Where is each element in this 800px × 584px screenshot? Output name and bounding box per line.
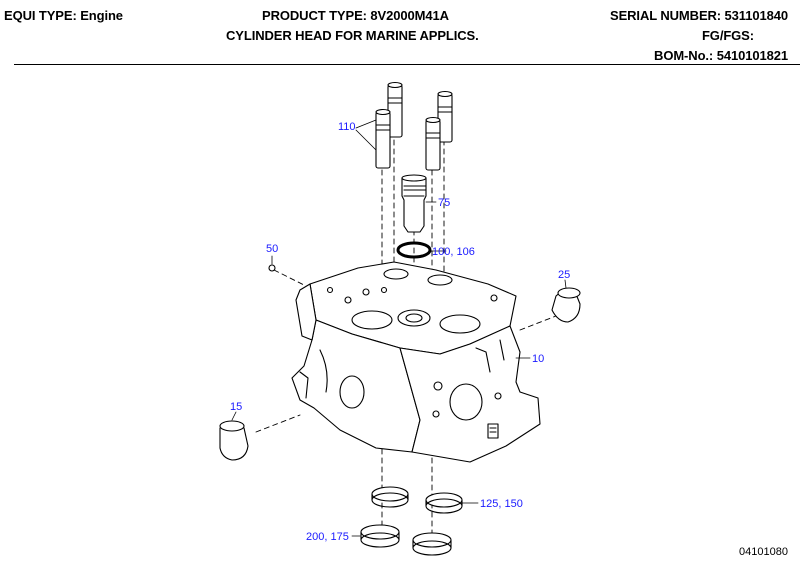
cover-plug-right-part: [551, 287, 581, 323]
callout-125-150: 125, 150: [480, 498, 523, 510]
seal-ring-part: [425, 492, 463, 514]
callout-150: 150: [504, 498, 522, 510]
seal-ring-lower-parts: [360, 524, 452, 556]
callout-75: 75: [438, 197, 450, 209]
callout-labels: 110 75 100, 106 50 25 10 15 125, 150 200…: [230, 121, 570, 543]
equi-type-label: EQUI TYPE:: [4, 8, 77, 23]
callout-175: 175: [330, 531, 348, 543]
callout-15: 15: [230, 401, 242, 413]
seal-ring-part: [412, 532, 452, 556]
product-type: PRODUCT TYPE: 8V2000M41A: [262, 8, 449, 23]
callout-200-175: 200, 175: [306, 531, 349, 543]
callout-100: 100: [432, 246, 450, 258]
seal-ring-upper-parts: [371, 486, 463, 514]
cylinder-head-body: [291, 261, 541, 463]
product-type-label: PRODUCT TYPE:: [262, 8, 367, 23]
valve-guide-parts: [375, 81, 453, 171]
callout-10: 10: [532, 353, 544, 365]
leader-lines: [231, 119, 567, 537]
callout-100-106: 100, 106: [432, 246, 475, 258]
product-type-value: 8V2000M41A: [370, 8, 449, 23]
header-divider: [14, 64, 800, 65]
assembly-title: CYLINDER HEAD FOR MARINE APPLICS.: [226, 28, 479, 43]
equi-type-value: Engine: [80, 8, 123, 23]
serial-number-value: 531101840: [724, 8, 789, 23]
seal-ring-part: [360, 524, 400, 548]
callout-200: 200: [306, 531, 324, 543]
o-ring-part: [396, 241, 432, 259]
callout-50: 50: [266, 243, 278, 255]
bom-number-label: BOM-No.:: [654, 48, 714, 63]
cover-plug-left-part: [219, 420, 249, 461]
bom-number-value: 5410101821: [716, 48, 788, 63]
injector-sleeve-part: [401, 174, 427, 233]
callout-110: 110: [338, 121, 356, 133]
document-number: 04101080: [739, 546, 788, 558]
callout-106: 106: [456, 246, 474, 258]
bom-number: BOM-No.: 5410101821: [654, 48, 788, 63]
callout-125: 125: [480, 498, 498, 510]
seal-ring-part: [371, 486, 409, 508]
fg-fgs: FG/FGS:: [702, 28, 754, 43]
small-plug-part: [268, 264, 276, 272]
serial-number: SERIAL NUMBER: 531101840: [610, 8, 788, 23]
equi-type: EQUI TYPE: Engine: [4, 8, 123, 23]
callout-25: 25: [558, 269, 570, 281]
fg-fgs-label: FG/FGS:: [701, 28, 754, 43]
serial-number-label: SERIAL NUMBER:: [610, 8, 722, 23]
valve-guide-part: [375, 108, 391, 169]
valve-guide-part: [425, 116, 441, 171]
